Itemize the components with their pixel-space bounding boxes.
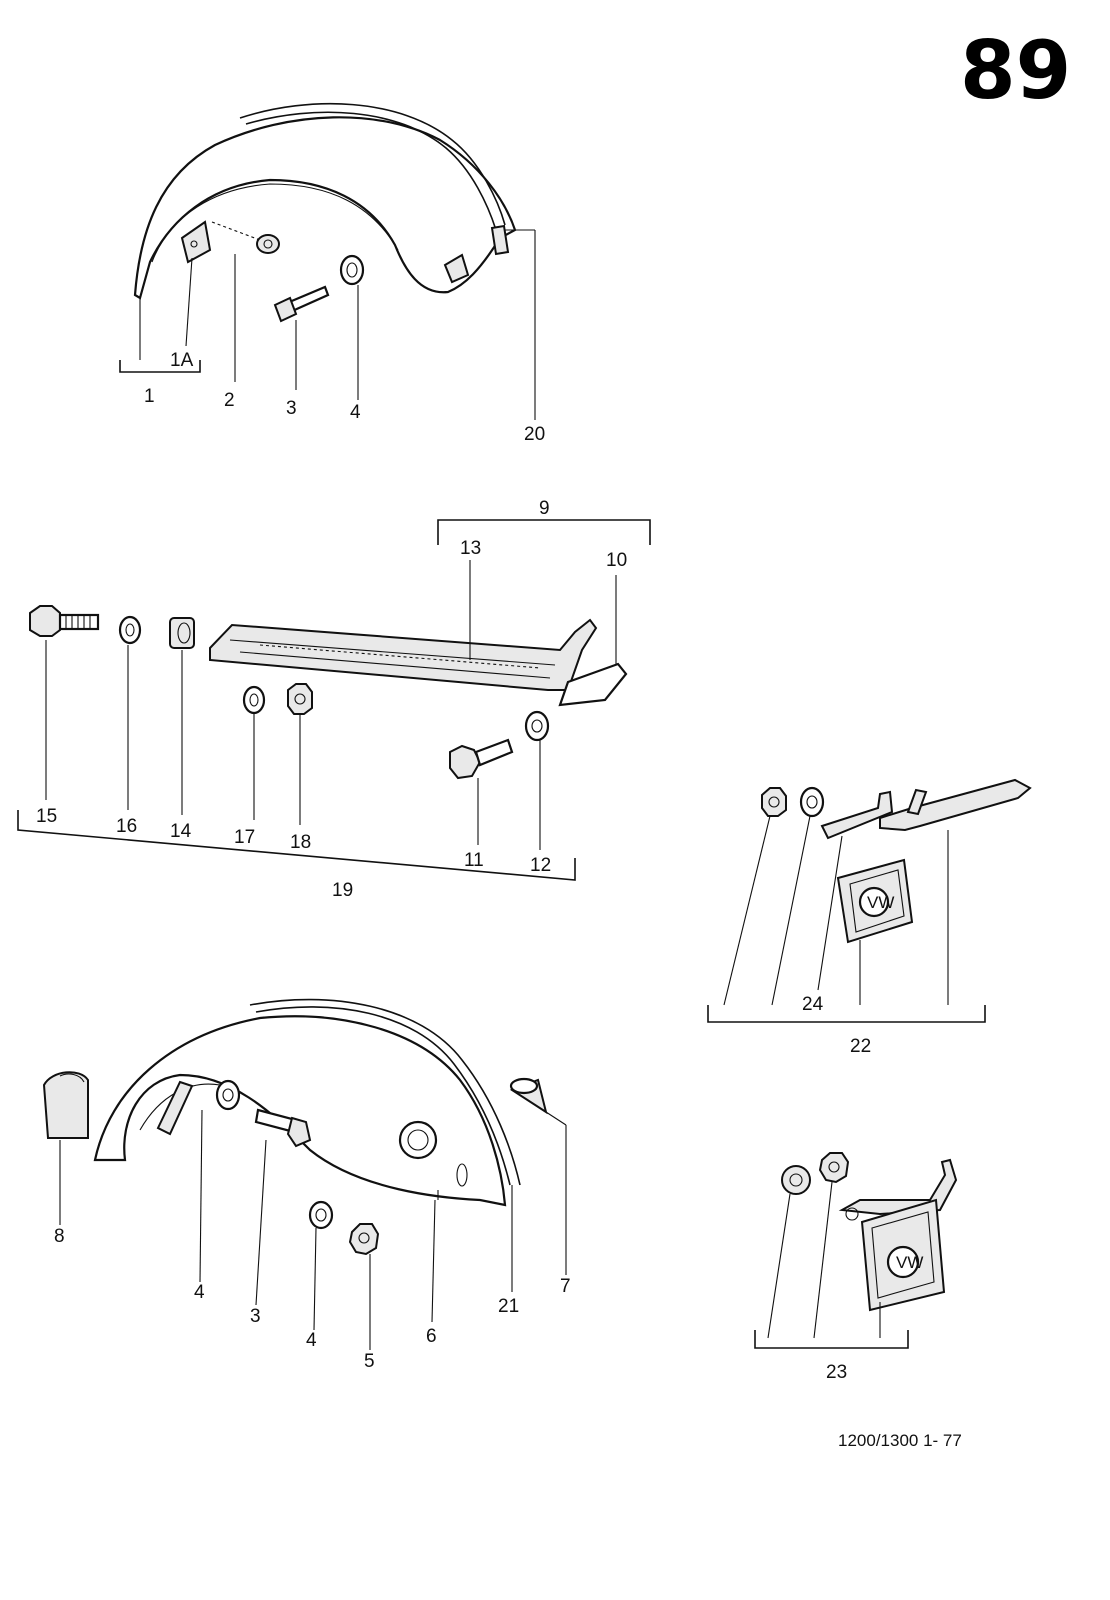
nut-18	[287, 683, 313, 715]
rubber-pad-8	[42, 1071, 89, 1139]
bolt-11	[449, 738, 514, 780]
label-18: 18	[290, 832, 311, 853]
page-number: 89	[960, 24, 1071, 117]
label-13: 13	[460, 538, 481, 559]
label-20: 20	[524, 424, 545, 445]
rear-fender-group: 8	[42, 998, 571, 1372]
nut-23	[818, 1152, 850, 1184]
running-board-group: 9 13 10	[17, 498, 651, 901]
label-22: 22	[850, 1036, 871, 1057]
label-4-rear-lower: 4	[306, 1330, 317, 1351]
label-5: 5	[364, 1351, 375, 1372]
bracket-24	[820, 790, 894, 840]
mounting-strap	[879, 778, 1032, 832]
washer-4	[339, 254, 365, 286]
label-9: 9	[539, 498, 550, 519]
label-24: 24	[802, 994, 824, 1015]
label-3-rear: 3	[250, 1306, 261, 1327]
license-plate-bracket-group: VW 24 22	[707, 778, 1032, 1057]
label-19: 19	[332, 880, 353, 901]
spacer-14	[169, 617, 195, 649]
washer-4-lower	[308, 1200, 334, 1230]
bolt-3	[273, 285, 330, 323]
front-fender-group: 1 1A 2 3 4 20	[119, 102, 545, 445]
washer-16	[118, 615, 142, 645]
label-14: 14	[170, 821, 192, 842]
label-4-top: 4	[350, 402, 361, 423]
label-11: 11	[464, 850, 484, 871]
license-plate-light: VW	[836, 858, 914, 944]
label-1: 1	[144, 386, 155, 407]
label-10: 10	[606, 550, 627, 571]
bolt-15	[29, 605, 100, 637]
nut	[761, 787, 787, 817]
rear-fender-beading	[249, 998, 521, 1186]
nut-2	[256, 234, 280, 254]
label-23: 23	[826, 1362, 847, 1383]
nut-5	[348, 1223, 380, 1256]
label-16: 16	[116, 816, 137, 837]
cap-7	[509, 1077, 548, 1115]
license-light-assembly-group: VW 23	[754, 1152, 958, 1383]
label-3-top: 3	[286, 398, 297, 419]
license-light-23: VW	[838, 1158, 958, 1312]
rear-fender	[93, 1015, 507, 1207]
fender-beading-strip	[239, 102, 506, 226]
label-4-rear-left: 4	[194, 1282, 205, 1303]
washer-4-rear	[215, 1079, 241, 1111]
washer	[799, 786, 825, 818]
washer-12	[524, 710, 550, 742]
washer-17	[242, 685, 266, 715]
label-15: 15	[36, 806, 57, 827]
bolt-3-rear	[254, 1108, 312, 1148]
label-2: 2	[224, 390, 235, 411]
vw-logo-icon: VW	[867, 893, 894, 912]
front-fender	[133, 116, 517, 300]
label-7: 7	[560, 1276, 571, 1297]
label-1a: 1A	[170, 350, 194, 371]
label-17: 17	[234, 827, 255, 848]
label-8: 8	[54, 1226, 65, 1247]
label-21: 21	[498, 1296, 519, 1317]
vw-logo-icon: VW	[896, 1253, 923, 1272]
lock-washer	[781, 1165, 811, 1195]
running-board	[209, 618, 598, 691]
model-date-reference: 1200/1300 1- 77	[838, 1431, 962, 1450]
running-board-bracket	[558, 662, 628, 707]
label-6: 6	[426, 1326, 437, 1347]
label-12: 12	[530, 855, 551, 876]
